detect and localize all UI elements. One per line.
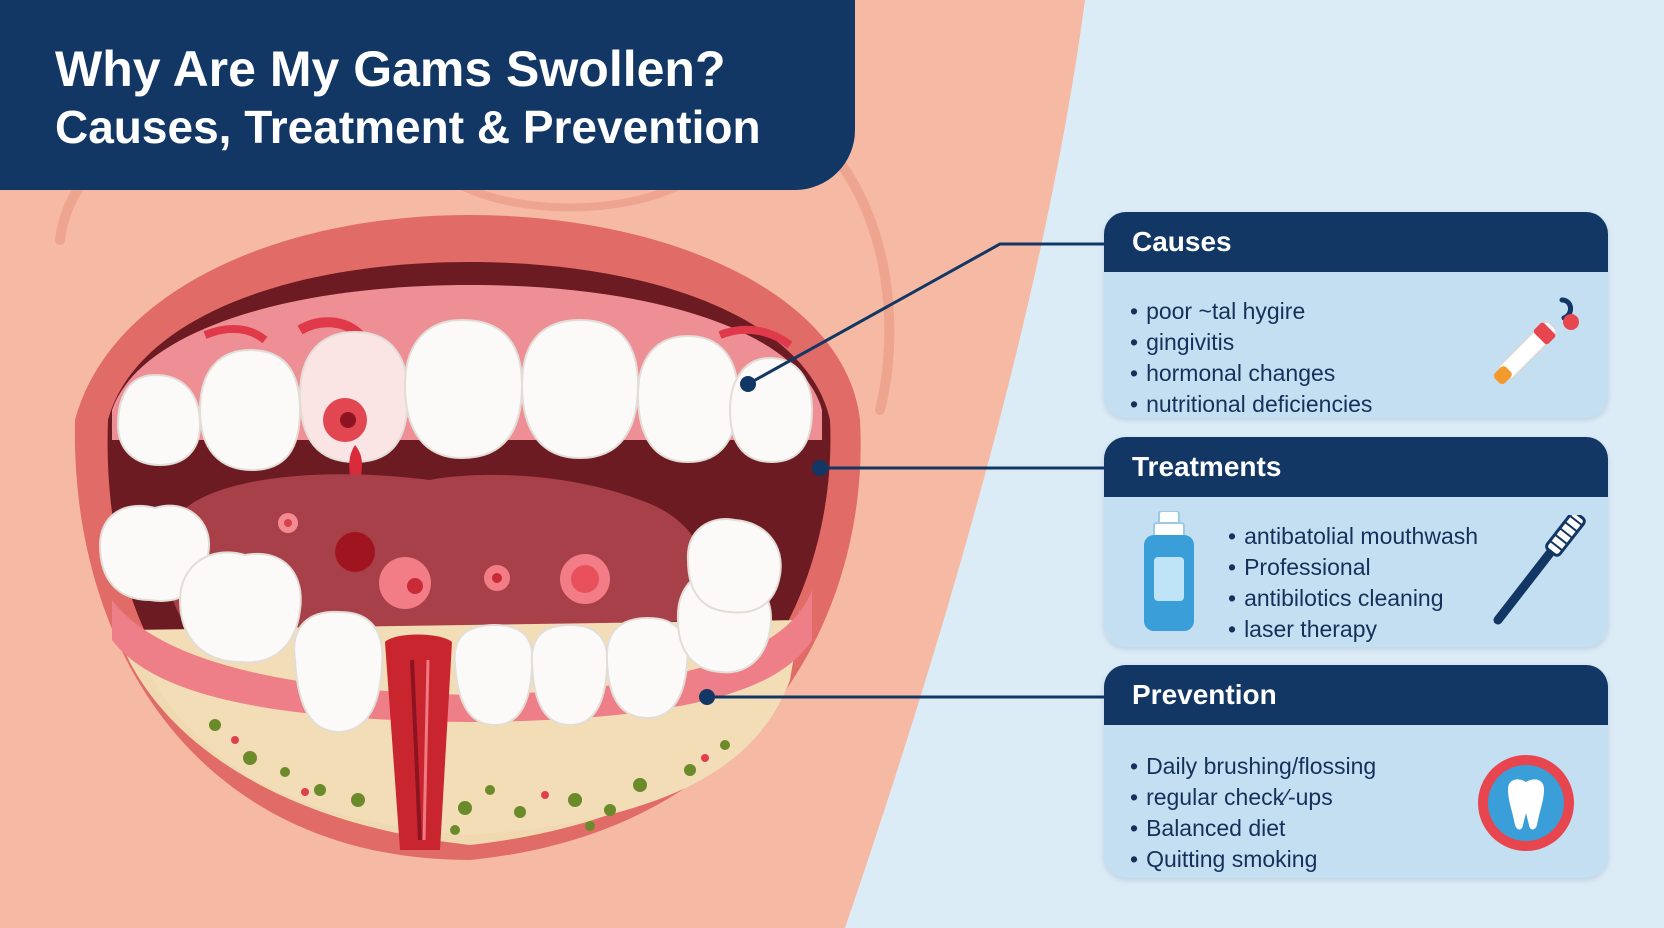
prevention-title: Prevention <box>1104 665 1608 725</box>
inflamed-gum <box>385 634 452 850</box>
list-item: antibilotics cleaning <box>1228 583 1478 614</box>
list-item: hormonal changes <box>1130 358 1372 389</box>
mouthwash-bottle-icon <box>1144 511 1194 631</box>
list-item: laser therapy <box>1228 614 1478 645</box>
list-item: Professional <box>1228 552 1478 583</box>
title-banner: Why Are My Gams Swollen? Causes, Treatme… <box>0 0 855 190</box>
lower-teeth <box>98 504 782 734</box>
tooth-badge-icon <box>1478 755 1574 851</box>
causes-panel: Causes poor ~tal hygire gingivitis hormo… <box>1104 212 1608 418</box>
upper-teeth <box>116 318 814 472</box>
list-item: nutritional deficiencies <box>1130 389 1372 418</box>
toothbrush-icon <box>1493 515 1586 625</box>
list-item: Balanced diet <box>1130 813 1376 844</box>
list-item: gingivitis <box>1130 327 1372 358</box>
list-item: Quitting smoking <box>1130 844 1376 875</box>
toothbrush-paste-icon <box>1493 297 1579 385</box>
plaque-dots <box>209 719 730 835</box>
causes-title: Causes <box>1104 212 1608 272</box>
list-item: regular check⁄-ups <box>1130 782 1376 813</box>
list-item: antibatolial mouthwash <box>1228 521 1478 552</box>
list-item: poor ~tal hygire <box>1130 296 1372 327</box>
treatments-panel: Treatments antibatolial mouthwash Profes… <box>1104 437 1608 647</box>
treatments-list: antibatolial mouthwash Professional anti… <box>1228 521 1478 645</box>
connector-lines <box>707 242 1104 699</box>
prevention-panel: Prevention Daily brushing/flossing regul… <box>1104 665 1608 878</box>
prevention-list: Daily brushing/flossing regular check⁄-u… <box>1130 751 1376 875</box>
list-item: Daily brushing/flossing <box>1130 751 1376 782</box>
page-title: Why Are My Gams Swollen? <box>55 41 726 97</box>
treatments-title: Treatments <box>1104 437 1608 497</box>
page-subtitle: Causes, Treatment & Prevention <box>55 101 761 153</box>
causes-list: poor ~tal hygire gingivitis hormonal cha… <box>1130 296 1372 418</box>
